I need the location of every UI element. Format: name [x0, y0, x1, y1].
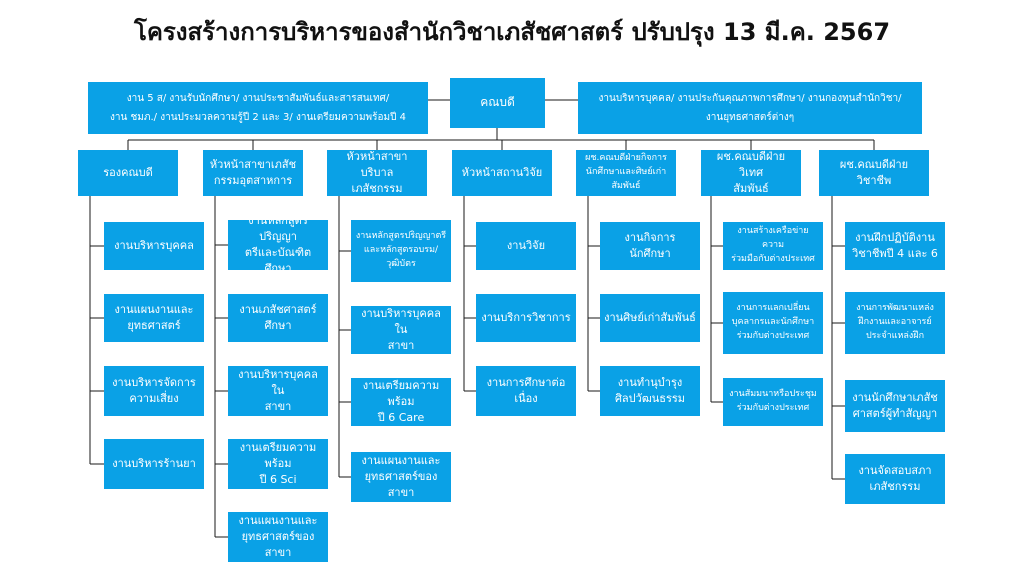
top-left-tasks-box: งาน 5 ส/ งานรับนักศึกษา/ งานประชาสัมพันธ…: [88, 82, 428, 134]
task-box: งานสัมมนาหรือประชุม ร่วมกับต่างประเทศ: [723, 378, 823, 426]
head-student-affairs: ผช.คณบดีฝ่ายกิจการ นักศึกษาและศิษย์เก่า …: [576, 150, 676, 196]
task-box: งานแผนงานและ ยุทธศาสตร์ของสาขา: [351, 452, 451, 502]
task-box: งานเภสัชศาสตร์ศึกษา: [228, 294, 328, 342]
task-box: งานสร้างเครือข่ายความ ร่วมมือกับต่างประเ…: [723, 222, 823, 270]
task-box: งานแผนงานและ ยุทธศาสตร์ของสาขา: [228, 512, 328, 562]
task-box: งานการศึกษาต่อเนื่อง: [476, 366, 576, 416]
task-box: งานทำนุบำรุง ศิลปวัฒนธรรม: [600, 366, 700, 416]
task-box: งานวิจัย: [476, 222, 576, 270]
page-title: โครงสร้างการบริหารของสำนักวิชาเภสัชศาสตร…: [133, 18, 891, 46]
task-box: งานนักศึกษาเภสัช ศาสตร์ผู้ทำสัญญา: [845, 380, 945, 432]
task-box: งานฝึกปฏิบัติงาน วิชาชีพปี 4 และ 6: [845, 222, 945, 270]
head-international-relations: ผช.คณบดีฝ่ายวิเทศ สัมพันธ์: [701, 150, 801, 196]
top-right-tasks-box: งานบริหารบุคคล/ งานประกันคุณภาพการศึกษา/…: [578, 82, 922, 134]
task-box: งานบริการวิชาการ: [476, 294, 576, 342]
task-box: งานการแลกเปลี่ยน บุคลากรและนักศึกษา ร่วม…: [723, 292, 823, 354]
task-box: งานการพัฒนาแหล่ง ฝึกงานและอาจารย์ ประจำแ…: [845, 292, 945, 354]
head-deputy-dean: รองคณบดี: [78, 150, 178, 196]
task-box: งานศิษย์เก่าสัมพันธ์: [600, 294, 700, 342]
head-research-station: หัวหน้าสถานวิจัย: [452, 150, 552, 196]
task-box: งานบริหารบุคคลใน สาขา: [228, 366, 328, 416]
task-box: งานบริหารบุคคล: [104, 222, 204, 270]
head-industrial-pharmacy: หัวหน้าสาขาเภสัช กรรมอุตสาหการ: [203, 150, 303, 196]
task-box: งานแผนงานและ ยุทธศาสตร์: [104, 294, 204, 342]
task-box: งานเตรียมความพร้อม ปี 6 Sci: [228, 439, 328, 489]
task-box: งานบริหารจัดการ ความเสี่ยง: [104, 366, 204, 416]
head-professional-affairs: ผช.คณบดีฝ่ายวิชาชีพ: [819, 150, 929, 196]
task-box: งานบริหารบุคคลใน สาขา: [351, 306, 451, 354]
task-box: งานเตรียมความพร้อม ปี 6 Care: [351, 378, 451, 426]
task-box: งานกิจการนักศึกษา: [600, 222, 700, 270]
task-box: งานบริหารร้านยา: [104, 439, 204, 489]
task-box: งานหลักสูตรปริญญาตรี และหลักสูตรอบรม/ วุ…: [351, 220, 451, 282]
task-box: งานหลักสูตรปริญญา ตรีและบัณฑิตศึกษา: [228, 220, 328, 270]
head-pharmaceutical-care: หัวหน้าสาขาบริบาล เภสัชกรรม: [327, 150, 427, 196]
dean-box: คณบดี: [450, 78, 545, 128]
task-box: งานจัดสอบสภา เภสัชกรรม: [845, 454, 945, 504]
